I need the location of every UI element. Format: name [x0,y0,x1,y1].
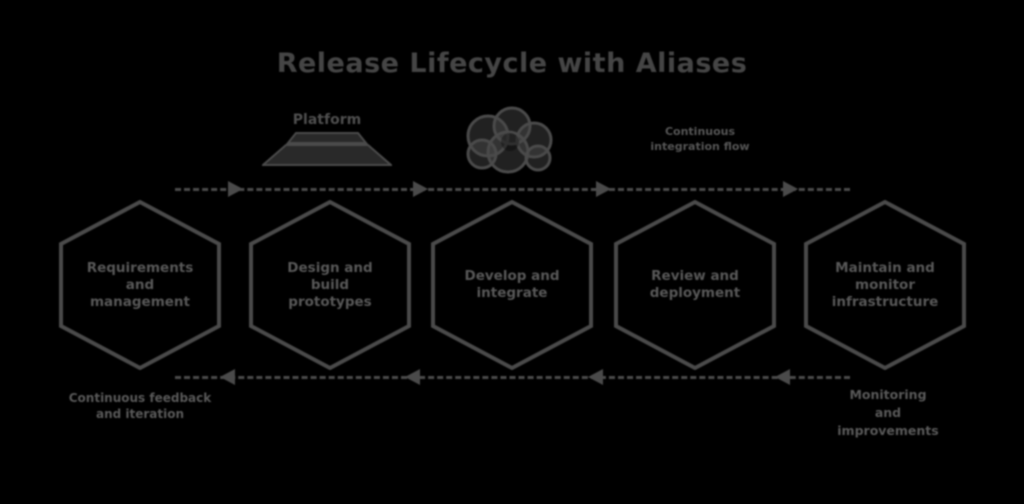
hexagon-2-line3: prototypes [288,293,372,310]
hexagon-1-line1: Requirements [86,259,194,276]
cloud-cluster-icon [450,102,570,178]
forward-arrow-icon [228,181,243,197]
forward-flow-line [175,188,850,191]
return-arrow-icon [405,369,420,385]
hexagon-node-3: Develop and integrate [430,200,594,370]
footnote-right-line3: improvements [837,423,939,438]
hexagon-1-line3: management [89,293,190,310]
footnote-right: Monitoring and improvements [808,386,968,440]
footnote-right-line1: Monitoring [849,387,927,402]
hexagon-5-line2: monitor [855,276,915,293]
diagram-title: Release Lifecycle with Aliases [276,48,748,79]
forward-arrow-icon [783,181,798,197]
return-arrow-icon [775,369,790,385]
footnote-left-line1: Continuous feedback [68,391,212,405]
hexagon-2-line1: Design and [287,259,373,276]
annotation-layers: Platform [260,112,394,171]
return-arrow-icon [220,369,235,385]
forward-arrow-icon [413,181,428,197]
annotation-note-line2: integration flow [650,140,750,153]
return-flow-line [175,376,850,379]
annotation-note: Continuous integration flow [625,124,775,154]
hexagon-5-line3: infrastructure [831,293,939,310]
footnote-right-line2: and [874,405,902,420]
hexagon-4-line2: deployment [649,285,741,301]
footnote-left-line2: and iteration [95,407,185,421]
hexagon-2-line2: build [310,276,350,293]
forward-arrow-icon [596,181,611,197]
hexagon-node-1: Requirements and management [58,200,222,370]
hexagon-node-2: Design and build prototypes [248,200,412,370]
hexagon-5-line1: Maintain and [835,259,935,276]
hexagon-4-line1: Review and [651,268,739,284]
hexagon-node-4: Review and deployment [613,200,777,370]
hexagon-3-line1: Develop and [464,268,560,284]
footnote-left: Continuous feedback and iteration [55,390,225,422]
annotation-note-line1: Continuous [664,125,736,138]
hexagon-3-line2: integrate [476,285,548,301]
layer-stack-icon [260,132,394,171]
annotation-layers-caption: Platform [292,112,362,128]
hexagon-1-line2: and [125,276,155,293]
return-arrow-icon [588,369,603,385]
hexagon-node-5: Maintain and monitor infrastructure [803,200,967,370]
